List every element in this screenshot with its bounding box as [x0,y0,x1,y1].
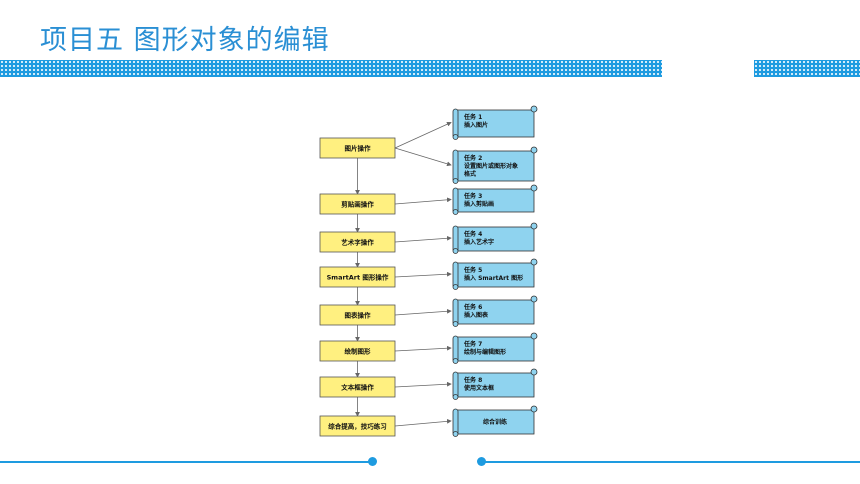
task-text-line: 任务 2 [463,154,482,162]
step-box-1: 图片操作 [319,137,396,159]
task-text-line: 任务 8 [463,376,482,384]
step-label: SmartArt 图形操作 [327,272,389,281]
task-text-line: 绘制与编辑图形 [464,348,506,356]
task-scroll-9: 综合训练 [452,405,538,437]
step-label: 综合提高，技巧练习 [328,421,387,430]
step-label: 文本框操作 [340,382,374,391]
task-connector [394,418,452,427]
task-text-line: 任务 4 [463,230,482,238]
task-text-line: 任务 5 [463,266,482,274]
task-text-line: 使用文本框 [463,384,494,392]
task-text-line: 任务 6 [463,303,482,311]
step-label: 剪贴画操作 [341,199,374,208]
header-band-right [754,60,860,77]
step-label: 图片操作 [345,143,372,152]
step-box-4: SmartArt 图形操作 [319,266,396,288]
task-text-line: 插入图表 [464,311,489,319]
task-connector [394,235,452,243]
task-text-line: 格式 [464,170,476,178]
task-connector [394,345,452,352]
step-box-7: 文本框操作 [319,376,396,398]
footer-line-left [0,461,372,463]
task-connector [394,121,452,149]
step-box-3: 艺术字操作 [319,231,396,253]
task-connector [394,308,452,316]
step-box-8: 综合提高，技巧练习 [319,415,396,437]
step-box-2: 剪贴画操作 [319,193,396,215]
task-text-line: 插入图片 [464,121,488,129]
task-text-line: 任务 7 [463,340,482,348]
footer-line-right [481,461,860,463]
task-connector [394,197,452,205]
task-connector [394,271,452,278]
footer-dot-left [368,457,377,466]
task-text-line: 插入艺术字 [464,238,494,246]
step-box-5: 图表操作 [319,304,396,326]
step-label: 艺术字操作 [341,237,374,246]
task-scroll-5: 任务 5插入 SmartArt 图形 [452,258,538,290]
task-text-line: 任务 1 [463,113,482,121]
task-connector [394,381,452,388]
step-label: 图表操作 [345,310,372,319]
task-text-line: 设置图片或图形对象 [464,162,518,170]
slide-title: 项目五 图形对象的编辑 [40,25,330,56]
task-text-line: 插入剪贴画 [464,200,494,208]
step-box-6: 绘制图形 [319,340,396,362]
task-text-line: 任务 3 [463,192,482,200]
task-text-line: 插入 SmartArt 图形 [464,274,523,282]
task-text-line: 综合训练 [483,418,507,426]
header-band-left [0,60,662,77]
step-label: 绘制图形 [345,346,372,355]
task-connector [394,147,452,167]
